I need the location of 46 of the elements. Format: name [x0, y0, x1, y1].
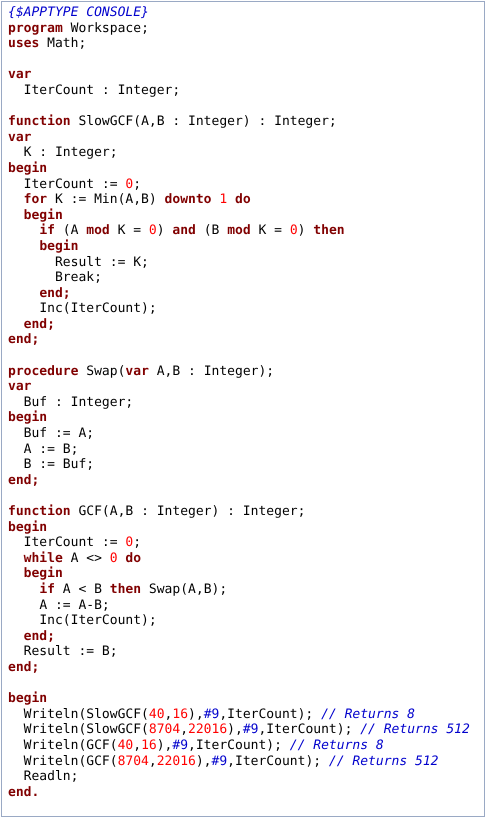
code-line: var — [8, 130, 32, 146]
code-line: for K := Min(A,B) downto 1 do — [22, 192, 251, 208]
code-line: if (A mod K = 0) and (B mod K = 0) then — [38, 223, 345, 239]
code-line: Break; — [54, 270, 102, 286]
code-line: end; — [8, 660, 40, 676]
code-line: A := B; — [22, 442, 78, 458]
code-line: Inc(IterCount); — [38, 301, 157, 317]
code-line: Writeln(SlowGCF(40,16),#9,IterCount); // Returns 8 — [22, 706, 416, 722]
code-line: end; — [22, 628, 55, 644]
code-line: Writeln(SlowGCF(8704,22016),#9,IterCount); // Returns 512 — [22, 722, 470, 738]
code-line: Buf : Integer; — [22, 394, 134, 410]
code-line: var — [8, 379, 32, 395]
code-line: A := A-B; — [38, 598, 110, 614]
code-line: Readln; — [22, 769, 78, 785]
code-line: K : Integer; — [22, 145, 118, 161]
code-line: end; — [22, 316, 55, 332]
code-line: IterCount := 0; — [22, 176, 142, 192]
code-line: procedure Swap(var A,B : Integer); — [8, 364, 274, 380]
code-line: Writeln(GCF(8704,22016),#9,IterCount); // Returns 512 — [22, 754, 438, 770]
code-line: var — [8, 67, 32, 83]
code-line: Result := K; — [54, 254, 149, 270]
code-line: end. — [8, 784, 40, 800]
code-line: begin — [8, 410, 48, 426]
code-line: begin — [38, 238, 78, 254]
code-line: begin — [22, 208, 63, 223]
code-line: B := Buf; — [22, 457, 94, 473]
code-line: end; — [8, 332, 40, 348]
code-line: function GCF(A,B : Integer) : Integer; — [8, 504, 306, 520]
code-line: function SlowGCF(A,B : Integer) : Integer; — [8, 114, 337, 130]
code-line: Result := B; — [22, 644, 118, 660]
code-line: if A < B then Swap(A,B); — [38, 582, 228, 598]
code-line: begin — [8, 691, 48, 707]
code-line: Inc(IterCount); — [38, 613, 157, 629]
code-line: end; — [8, 472, 40, 488]
code-line: begin — [22, 566, 63, 582]
code-line: IterCount : Integer; — [22, 82, 180, 99]
code-line: while A <> 0 do — [22, 550, 142, 566]
code-line: end; — [38, 286, 71, 302]
code-line: IterCount := 0; — [22, 535, 142, 551]
code-line: {$APPTYPE CONSOLE} — [8, 5, 149, 21]
code-line: begin — [8, 520, 48, 536]
code-line: Writeln(GCF(40,16),#9,IterCount); // Returns 8 — [22, 738, 384, 754]
code-line: uses Math; — [8, 36, 86, 52]
code-line: program Workspace; — [8, 20, 149, 36]
code-line: begin — [8, 160, 48, 177]
code-line: Buf := A; — [22, 426, 94, 442]
